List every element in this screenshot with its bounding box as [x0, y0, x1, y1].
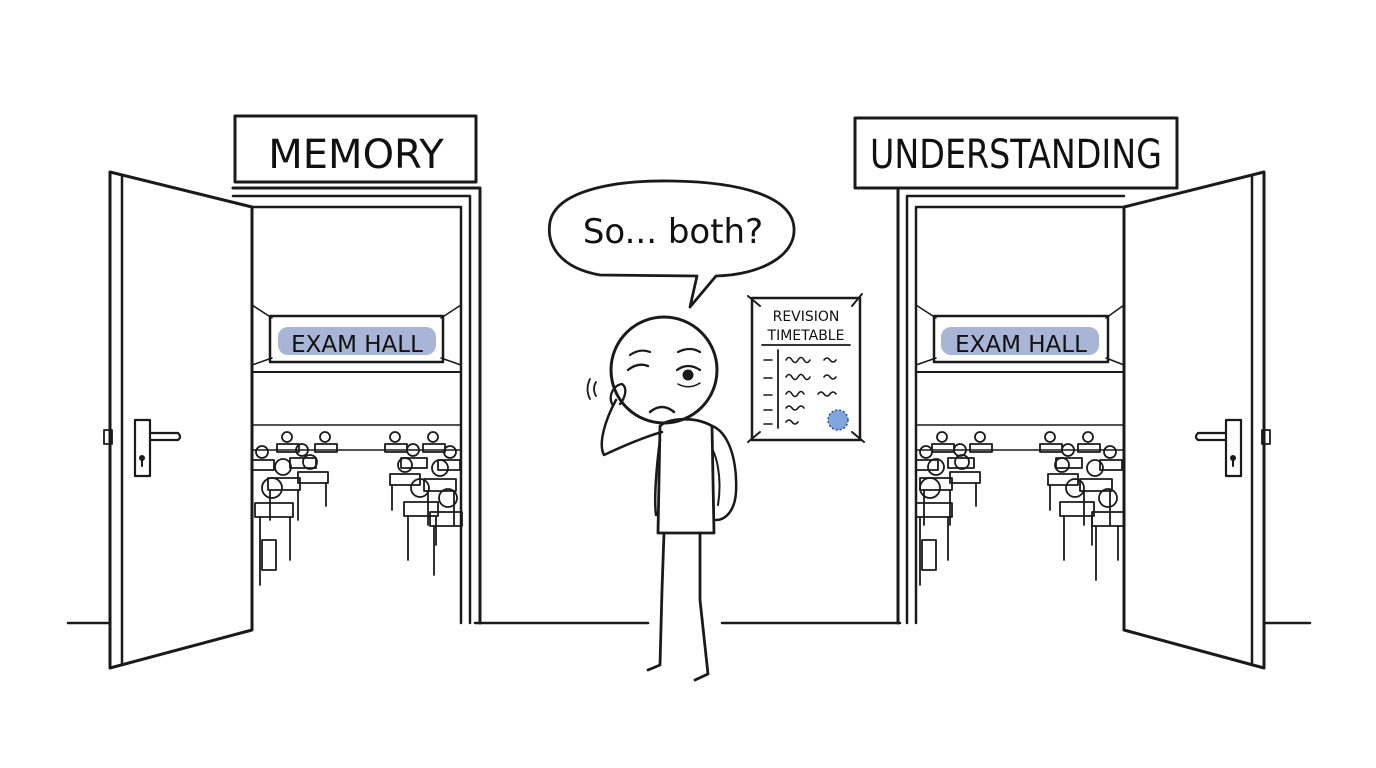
memory-door[interactable] [103, 170, 254, 670]
revision-timetable-poster: REVISION TIMETABLE [747, 293, 865, 443]
memory-doorway: MEMORY EXAM HALL [103, 114, 482, 670]
door-handle-icon[interactable] [1194, 418, 1243, 478]
poster-scribbles [763, 356, 837, 425]
understanding-banner-label: EXAM HALL [955, 332, 1087, 358]
understanding-sign-label: UNDERSTANDING [870, 132, 1162, 178]
poster-stamp-icon [827, 409, 849, 431]
student-figure [586, 315, 738, 682]
understanding-doorway: UNDERSTANDING EXAM HALL [853, 116, 1271, 670]
poster-title-line2: TIMETABLE [767, 328, 845, 344]
memory-banner-label: EXAM HALL [291, 332, 423, 358]
understanding-door[interactable] [1122, 170, 1271, 670]
speech-bubble-text: So... both? [583, 212, 763, 252]
understanding-exam-hall-banner: EXAM HALL [932, 314, 1110, 364]
understanding-exam-desks [915, 431, 1125, 586]
memory-exam-hall-banner: EXAM HALL [268, 314, 445, 364]
understanding-sign: UNDERSTANDING [853, 116, 1179, 190]
poster-title-line1: REVISION [773, 309, 840, 325]
memory-exam-desks [251, 431, 463, 586]
speech-bubble: So... both? [547, 179, 796, 309]
memory-sign-label: MEMORY [268, 132, 444, 178]
door-handle-icon[interactable] [133, 418, 182, 478]
memory-sign: MEMORY [233, 114, 478, 184]
